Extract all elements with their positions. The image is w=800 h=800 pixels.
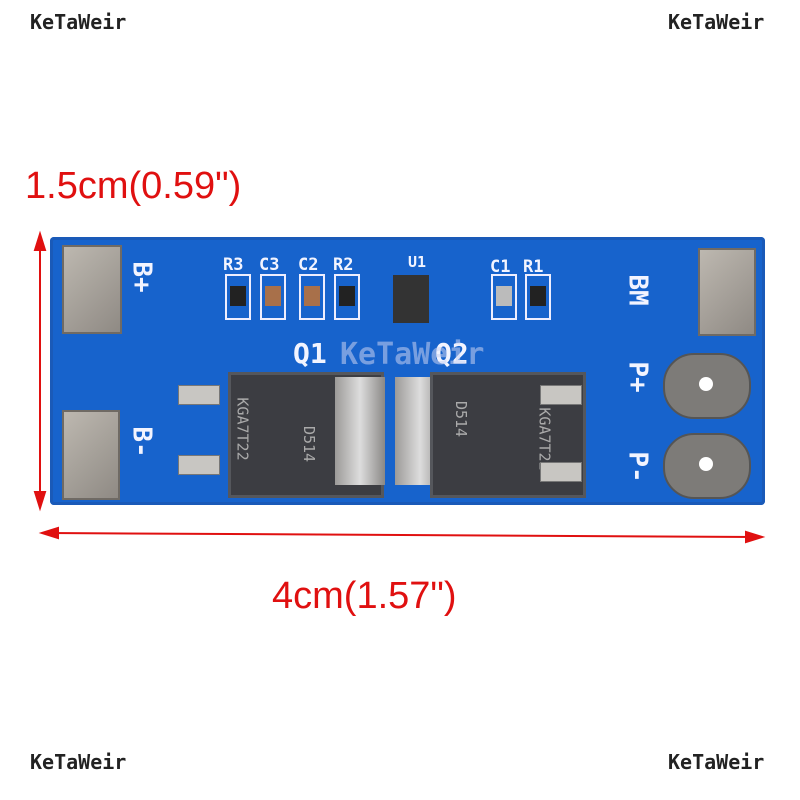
q1-marking: KGA7T22 <box>233 397 252 461</box>
label-c3: C3 <box>259 255 280 275</box>
horizontal-dimension-line <box>47 532 757 538</box>
watermark-bottom-right: KeTaWeir <box>668 750 765 774</box>
label-p-plus: P+ <box>622 361 653 393</box>
label-b-plus: B+ <box>126 261 157 293</box>
resistor-r3 <box>225 274 251 320</box>
capacitor-c1 <box>491 274 517 320</box>
pad-p-plus <box>663 353 751 419</box>
pad-b-plus <box>62 245 122 334</box>
capacitor-c2 <box>299 274 325 320</box>
height-dimension-label: 1.5cm(0.59") <box>25 165 242 207</box>
watermark-top-left: KeTaWeir <box>30 10 127 34</box>
pad-bm <box>698 248 756 336</box>
label-r2: R2 <box>333 255 354 275</box>
q1-date-code: D514 <box>300 425 319 463</box>
watermark-bottom-left: KeTaWeir <box>30 750 127 774</box>
label-u1: U1 <box>408 253 427 271</box>
label-bm: BM <box>622 274 653 306</box>
label-r3: R3 <box>223 255 244 275</box>
label-r1: R1 <box>523 257 544 277</box>
arrow-right-icon <box>745 530 766 544</box>
width-dimension-label: 4cm(1.57") <box>272 575 457 617</box>
q1-lead <box>178 385 220 405</box>
resistor-r1 <box>525 274 551 320</box>
watermark-top-right: KeTaWeir <box>668 10 765 34</box>
arrow-left-icon <box>38 526 59 540</box>
label-q2: Q2 <box>435 337 469 370</box>
label-b-minus: B- <box>126 426 157 458</box>
label-q1: Q1 <box>293 337 327 370</box>
label-p-minus: P- <box>622 451 653 483</box>
q2-lead <box>540 462 582 482</box>
q1-drain-tab <box>335 377 385 485</box>
capacitor-c3 <box>260 274 286 320</box>
q2-date-code: D514 <box>452 400 471 438</box>
arrow-up-icon <box>33 230 47 251</box>
q1-lead <box>178 455 220 475</box>
label-c1: C1 <box>490 257 511 277</box>
arrow-down-icon <box>33 491 47 512</box>
label-c2: C2 <box>298 255 319 275</box>
board-watermark: KeTaWeir <box>340 337 485 372</box>
ic-u1 <box>393 275 429 323</box>
pad-b-minus <box>62 410 120 500</box>
resistor-r2 <box>334 274 360 320</box>
pad-p-minus <box>663 433 751 499</box>
pcb-board: B+ B- BM P+ P- R3 C3 C2 R2 U1 C1 R1 Q1 Q… <box>50 237 765 505</box>
q2-lead <box>540 385 582 405</box>
